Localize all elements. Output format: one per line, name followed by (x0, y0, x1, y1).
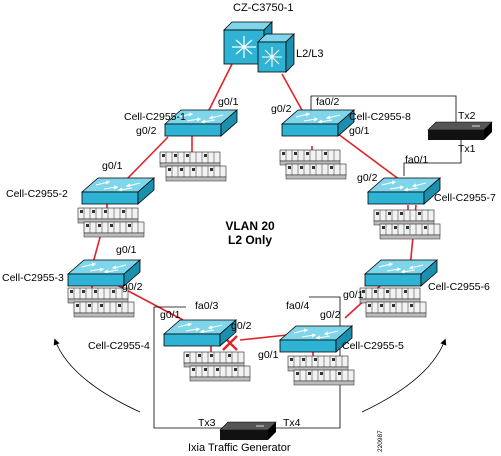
switch-icon-s7 (367, 177, 441, 205)
port-core-s1: g0/1 (218, 96, 239, 108)
port-s4-g02: g0/2 (231, 320, 252, 332)
link-core-s1 (207, 63, 233, 113)
port-s2-g01-bottom: g0/1 (116, 244, 137, 256)
cell-rack-s1 (160, 152, 226, 181)
port-s8-fa02: fa0/2 (316, 96, 340, 108)
cell-rack-s7 (374, 210, 440, 239)
port-s5-fa04: fa0/4 (286, 300, 310, 312)
vlan-title: VLAN 20 L2 Only (200, 219, 300, 247)
port-core-s8: g0/2 (271, 103, 292, 115)
cell-rack-s6 (360, 288, 426, 317)
port-s7-g02: g0/2 (357, 172, 378, 184)
port-s4-fa03: fa0/3 (195, 300, 219, 312)
switch-icon-s6 (364, 259, 438, 287)
tx3-label: Tx3 (198, 417, 216, 429)
traffic-arrows (53, 338, 447, 413)
port-s8-g01: g0/1 (349, 125, 370, 137)
cell-rack-s2 (78, 208, 144, 237)
switch-icon-s4 (163, 319, 237, 347)
link-s7-s8 (329, 127, 401, 181)
switch-label-s1: Cell-C2955-1 (124, 111, 186, 123)
tx-generator-unit (427, 121, 493, 140)
switch-icon-s8 (281, 109, 355, 137)
tx4-label: Tx4 (283, 417, 301, 429)
tx1-label: Tx1 (458, 143, 476, 155)
right-traffic-arrow (361, 338, 447, 413)
vlan-mode-label: L2 Only (227, 233, 272, 247)
port-s4-g01: g0/1 (160, 309, 181, 321)
port-s5-g02: g0/2 (320, 309, 341, 321)
core-switch-c3750 (223, 21, 295, 73)
port-s3-g02: g0/2 (122, 281, 143, 293)
cell-rack-s5 (288, 356, 354, 385)
switch-label-s6: Cell-C2955-6 (428, 281, 490, 293)
switch-label-s5: Cell-C2955-5 (342, 340, 404, 352)
port-s6-g01: g0/1 (343, 289, 364, 301)
switch-icon-s2 (81, 177, 155, 205)
vlan-label: VLAN 20 (225, 219, 275, 233)
switch-label-s3: Cell-C2955-3 (2, 272, 64, 284)
link-s1-s2 (125, 136, 169, 181)
port-s7-fa01: fa0/1 (405, 154, 429, 166)
switch-label-s4: Cell-C2955-4 (88, 340, 150, 352)
traffic-cabling (153, 95, 462, 429)
left-traffic-arrow (53, 338, 141, 413)
cell-rack-s8 (280, 150, 346, 179)
link-core-s8 (281, 73, 304, 113)
cell-rack-s4 (184, 352, 250, 381)
ixia-generator-unit (219, 421, 277, 440)
core-switch-label: CZ-C3750-1 (233, 2, 294, 14)
port-s1-g02: g0/2 (136, 125, 157, 137)
port-s2-g01-top: g0/1 (102, 160, 123, 172)
switch-label-s8: Cell-C2955-8 (349, 111, 411, 123)
ring-links (91, 63, 417, 365)
switch-label-s2: Cell-C2955-2 (6, 188, 68, 200)
link-s4-s5 (239, 334, 288, 341)
port-s5-g01: g0/1 (258, 349, 279, 361)
switch-label-s7: Cell-C2955-7 (434, 192, 496, 204)
core-layer-label: L2/L3 (296, 48, 324, 60)
figure-number: 220987 (377, 430, 384, 452)
tx2-label: Tx2 (458, 110, 476, 122)
ixia-label: Ixia Traffic Generator (188, 442, 291, 454)
